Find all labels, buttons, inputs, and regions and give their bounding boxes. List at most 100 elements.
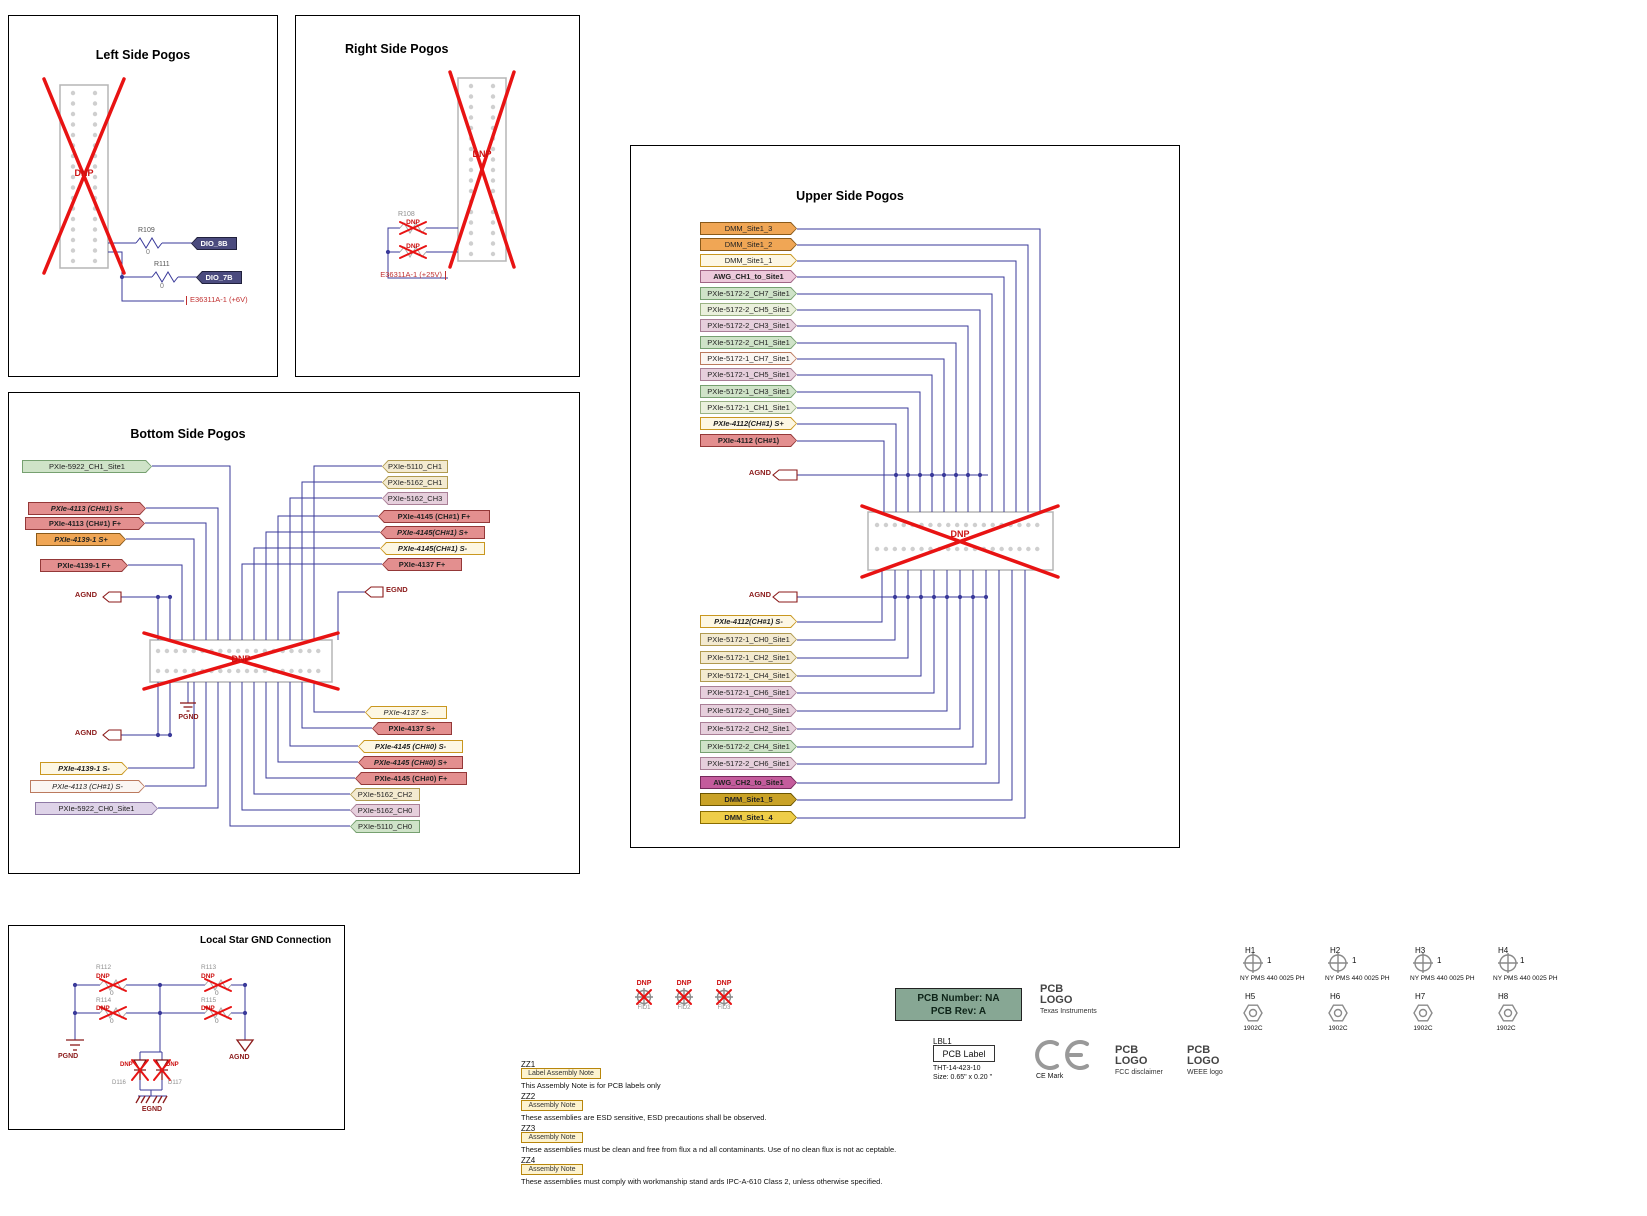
- net-flag[interactable]: PXIe-4137 F+: [382, 558, 462, 571]
- net-flag[interactable]: PXIe-5172-2_CH4_Site1: [700, 740, 797, 753]
- hw-qty-h2: 1: [1352, 956, 1357, 965]
- net-flag[interactable]: PXIe-5162_CH3: [382, 492, 448, 505]
- net-flag[interactable]: PXIe-5172-1_CH0_Site1: [700, 633, 797, 646]
- net-flag[interactable]: PXIe-5172-1_CH6_Site1: [700, 686, 797, 699]
- fiducial-symbols[interactable]: [635, 988, 733, 1006]
- agnd-port[interactable]: AGND: [748, 590, 771, 599]
- net-flag-label: PXIe-5172-2_CH6_Site1: [701, 758, 796, 769]
- net-flag[interactable]: PXIe-4145 (CH#0) F+: [355, 772, 467, 785]
- net-flag-label: PXIe-4145 (CH#0) S+: [359, 757, 462, 768]
- agnd-port[interactable]: AGND: [74, 590, 97, 599]
- net-flag[interactable]: PXIe-4139-1 S+: [36, 533, 126, 546]
- net-flag[interactable]: PXIe-5172-2_CH3_Site1: [700, 319, 797, 332]
- net-flag-label: PXIe-5110_CH0: [351, 821, 419, 832]
- power-net-6v[interactable]: E36311A-1 (+6V): [186, 295, 248, 305]
- hw-ref-h5: H5: [1245, 992, 1256, 1001]
- net-flag[interactable]: PXIe-5110_CH0: [350, 820, 420, 833]
- net-flag-label: PXIe-4137 F+: [383, 559, 461, 570]
- net-flag-label: PXIe-5922_CH0_Site1: [36, 803, 157, 814]
- net-flag[interactable]: PXIe-5172-1_CH2_Site1: [700, 651, 797, 664]
- net-flag[interactable]: PXIe-5172-2_CH1_Site1: [700, 336, 797, 349]
- power-net-25v[interactable]: E36311A-1 (+25V): [352, 270, 446, 280]
- pcb-logo-ti-line1: PCB: [1040, 983, 1064, 995]
- net-flag[interactable]: DMM_Site1_3: [700, 222, 797, 235]
- hw-qty-h3: 1: [1437, 956, 1442, 965]
- agnd-port[interactable]: AGND: [74, 728, 97, 737]
- net-flag[interactable]: PXIe-5172-2_CH6_Site1: [700, 757, 797, 770]
- pgnd-port[interactable]: PGND: [58, 1053, 79, 1060]
- net-flag[interactable]: DMM_Site1_5: [700, 793, 797, 806]
- net-flag[interactable]: PXIe-4139-1 S-: [40, 762, 128, 775]
- net-flag[interactable]: PXIe-4112(CH#1) S+: [700, 417, 797, 430]
- net-flag[interactable]: PXIe-4145(CH#1) S-: [380, 542, 485, 555]
- net-flag[interactable]: PXIe-4139-1 F+: [40, 559, 128, 572]
- net-flag-dio-7b[interactable]: DIO_7B: [196, 271, 242, 284]
- screw-symbols[interactable]: [1243, 953, 1518, 973]
- hw-label-h5: 1902C: [1243, 1025, 1263, 1032]
- net-flag-label: PXIe-5172-2_CH1_Site1: [701, 337, 796, 348]
- pgnd-port[interactable]: PGND: [178, 714, 199, 721]
- net-flag-label: PXIe-5110_CH1: [383, 461, 447, 472]
- note-box-zz3: Assembly Note: [521, 1132, 583, 1143]
- net-flag[interactable]: PXIe-5172-1_CH1_Site1: [700, 401, 797, 414]
- nut-symbols[interactable]: [1243, 1004, 1518, 1022]
- net-flag[interactable]: DMM_Site1_4: [700, 811, 797, 824]
- resistor-ref-r111: R111: [154, 261, 170, 268]
- egnd-port[interactable]: EGND: [141, 1106, 163, 1113]
- note-ref-zz1: ZZ1: [521, 1060, 536, 1069]
- net-flag[interactable]: PXIe-5922_CH1_Site1: [22, 460, 152, 473]
- dnp-fid1: DNP: [636, 980, 652, 987]
- net-flag-label: PXIe-4137 S+: [373, 723, 451, 734]
- right-pogos-title: Right Side Pogos: [345, 42, 449, 56]
- agnd-port[interactable]: AGND: [229, 1054, 250, 1061]
- net-flag[interactable]: PXIe-4145 (CH#1) F+: [378, 510, 490, 523]
- net-flag[interactable]: PXIe-5172-1_CH5_Site1: [700, 368, 797, 381]
- net-flag[interactable]: PXIe-5172-1_CH3_Site1: [700, 385, 797, 398]
- net-flag[interactable]: PXIe-5162_CH2: [350, 788, 420, 801]
- bottom-connector-dnp: DNP: [231, 654, 251, 664]
- net-flag[interactable]: AWG_CH2_to_Site1: [700, 776, 797, 789]
- net-flag[interactable]: PXIe-5172-2_CH5_Site1: [700, 303, 797, 316]
- net-flag[interactable]: PXIe-5172-1_CH4_Site1: [700, 669, 797, 682]
- net-flag-label: DIO_8B: [192, 238, 236, 249]
- hw-ref-h7: H7: [1415, 992, 1426, 1001]
- net-flag[interactable]: PXIe-4145(CH#1) S+: [380, 526, 485, 539]
- net-flag[interactable]: PXIe-4145 (CH#0) S+: [358, 756, 463, 769]
- dnp-fid2: DNP: [676, 980, 692, 987]
- net-flag[interactable]: PXIe-5162_CH0: [350, 804, 420, 817]
- net-flag-label: PXIe-5172-2_CH0_Site1: [701, 705, 796, 716]
- hw-label-h4: NY PMS 440 0025 PH: [1493, 975, 1558, 982]
- net-flag[interactable]: PXIe-4112 (CH#1): [700, 434, 797, 447]
- net-flag[interactable]: PXIe-4113 (CH#1) F+: [25, 517, 145, 530]
- net-flag[interactable]: PXIe-4113 (CH#1) S-: [30, 780, 145, 793]
- agnd-port[interactable]: AGND: [748, 468, 771, 477]
- net-flag-label: PXIe-5172-1_CH2_Site1: [701, 652, 796, 663]
- net-flag[interactable]: PXIe-5172-2_CH2_Site1: [700, 722, 797, 735]
- net-flag[interactable]: PXIe-5172-1_CH7_Site1: [700, 352, 797, 365]
- net-flag[interactable]: PXIe-4145 (CH#0) S-: [358, 740, 463, 753]
- net-flag[interactable]: PXIe-4137 S+: [372, 722, 452, 735]
- net-flag[interactable]: PXIe-5922_CH0_Site1: [35, 802, 158, 815]
- net-flag-label: PXIe-5162_CH2: [351, 789, 419, 800]
- value-r112: 0: [110, 990, 114, 997]
- note-ref-zz3: ZZ3: [521, 1124, 536, 1133]
- net-flag[interactable]: PXIe-4137 S-: [365, 706, 447, 719]
- net-flag[interactable]: PXIe-5172-2_CH7_Site1: [700, 287, 797, 300]
- net-flag[interactable]: DMM_Site1_2: [700, 238, 797, 251]
- net-flag[interactable]: PXIe-5110_CH1: [382, 460, 448, 473]
- value-r113: 0: [215, 990, 219, 997]
- ce-mark-caption: CE Mark: [1036, 1073, 1064, 1080]
- net-flag[interactable]: PXIe-4113 (CH#1) S+: [28, 502, 146, 515]
- pcb-label-part: THT-14-423-10: [933, 1065, 981, 1072]
- net-flag[interactable]: AWG_CH1_to_Site1: [700, 270, 797, 283]
- hw-label-h1: NY PMS 440 0025 PH: [1240, 975, 1305, 982]
- net-flag[interactable]: PXIe-4112(CH#1) S-: [700, 615, 797, 628]
- net-flag-label: PXIe-5172-1_CH1_Site1: [701, 402, 796, 413]
- net-flag-dio-8b[interactable]: DIO_8B: [191, 237, 237, 250]
- net-flag-label: DMM_Site1_3: [701, 223, 796, 234]
- net-flag[interactable]: DMM_Site1_1: [700, 254, 797, 267]
- pcb-logo-fcc-caption: FCC disclaimer: [1115, 1069, 1163, 1076]
- egnd-port[interactable]: EGND: [386, 585, 408, 594]
- net-flag[interactable]: PXIe-5162_CH1: [382, 476, 448, 489]
- net-flag[interactable]: PXIe-5172-2_CH0_Site1: [700, 704, 797, 717]
